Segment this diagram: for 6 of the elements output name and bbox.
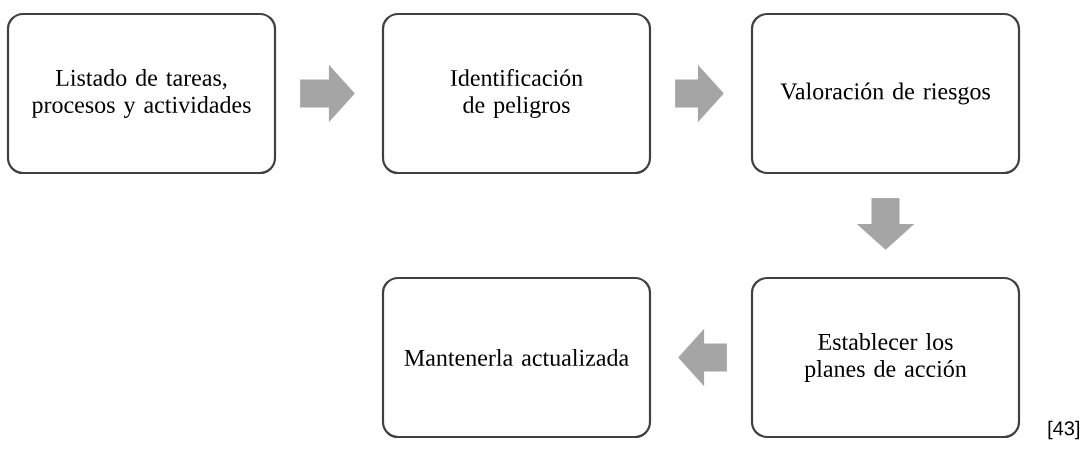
reference-label: [43] — [1048, 420, 1080, 440]
process-box: Listado de tareas, procesos y actividades — [6, 12, 277, 175]
process-box: Mantenerla actualizada — [381, 276, 652, 439]
process-box: Valoración de riesgos — [750, 12, 1021, 175]
process-box: Identificación de peligros — [381, 12, 652, 175]
process-box: Establecer los planes de acción — [750, 276, 1021, 439]
